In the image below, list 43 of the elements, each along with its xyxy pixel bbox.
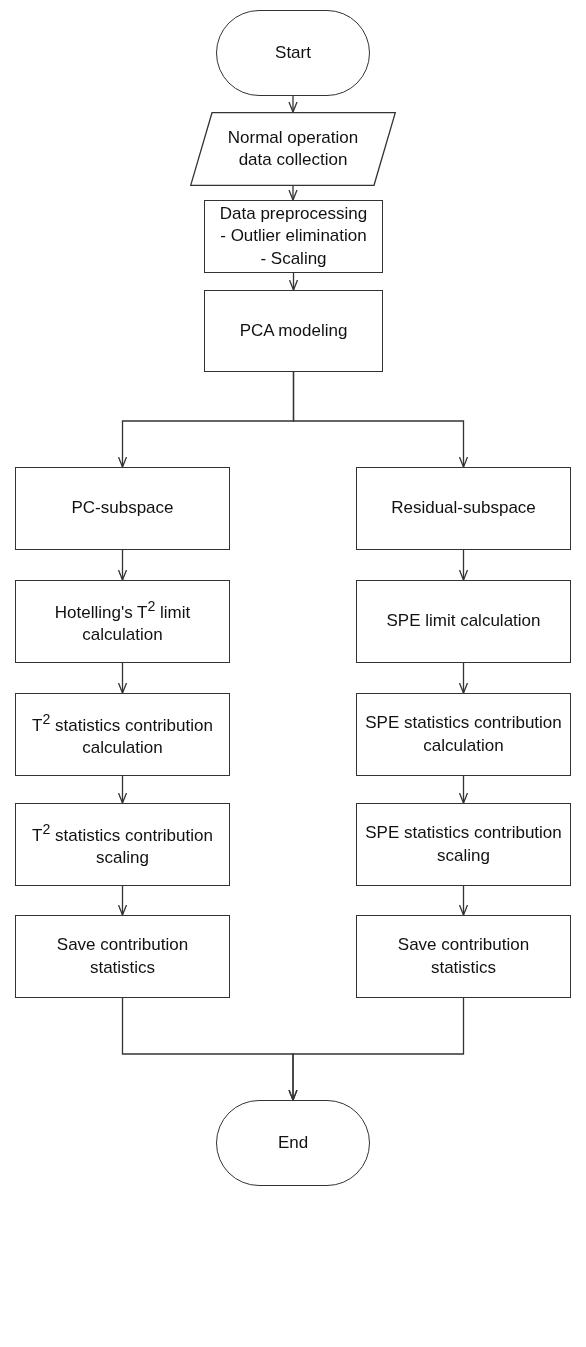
arrow	[117, 549, 128, 581]
node-text: PC-subspace	[71, 497, 174, 520]
process-box	[356, 915, 571, 998]
arrow	[117, 775, 128, 804]
node-text: - Scaling	[260, 247, 327, 270]
process-box	[204, 200, 383, 273]
process-box	[15, 693, 230, 776]
node-text: Save contribution statistics	[55, 934, 190, 979]
arrow	[288, 95, 298, 113]
node-text: SPE statistics contribution scaling	[364, 822, 563, 867]
process-box	[204, 290, 383, 372]
arrow	[288, 272, 299, 291]
process-box	[356, 693, 571, 776]
data-parallelogram	[190, 112, 396, 186]
process-box	[15, 803, 230, 886]
arrow	[288, 997, 465, 1101]
arrow	[117, 885, 128, 916]
process-box	[356, 803, 571, 886]
process-box	[15, 580, 230, 663]
process-box	[15, 915, 230, 998]
arrow	[458, 885, 469, 916]
node-text: SPE limit calculation	[386, 610, 541, 633]
node-text: Data preprocessing	[219, 203, 368, 226]
node-text: Residual-subspace	[391, 497, 536, 520]
node-text: Hotelling's T$^{2}$ limit calculation	[53, 597, 192, 646]
arrow	[458, 549, 469, 581]
node-text: End	[277, 1131, 309, 1154]
node-text: - Outlier elimination	[220, 225, 367, 248]
arrow	[288, 185, 298, 201]
node-text: T$^{2}$ statistics contribution calculation	[31, 710, 214, 759]
node-text: Normal operation data collection	[226, 126, 360, 171]
process-box	[15, 467, 230, 550]
node-text: Start	[275, 41, 311, 64]
arrow	[117, 662, 128, 694]
node-text: Save contribution statistics	[396, 934, 531, 979]
node-text: PCA modeling	[239, 319, 348, 342]
node-text: T$^{2}$ statistics contribution scaling	[31, 820, 214, 869]
process-box	[356, 580, 571, 663]
arrow	[292, 371, 469, 468]
node-text: SPE statistics contribution calculation	[364, 712, 563, 757]
arrow	[458, 775, 469, 804]
arrow	[458, 662, 469, 694]
process-box	[356, 467, 571, 550]
